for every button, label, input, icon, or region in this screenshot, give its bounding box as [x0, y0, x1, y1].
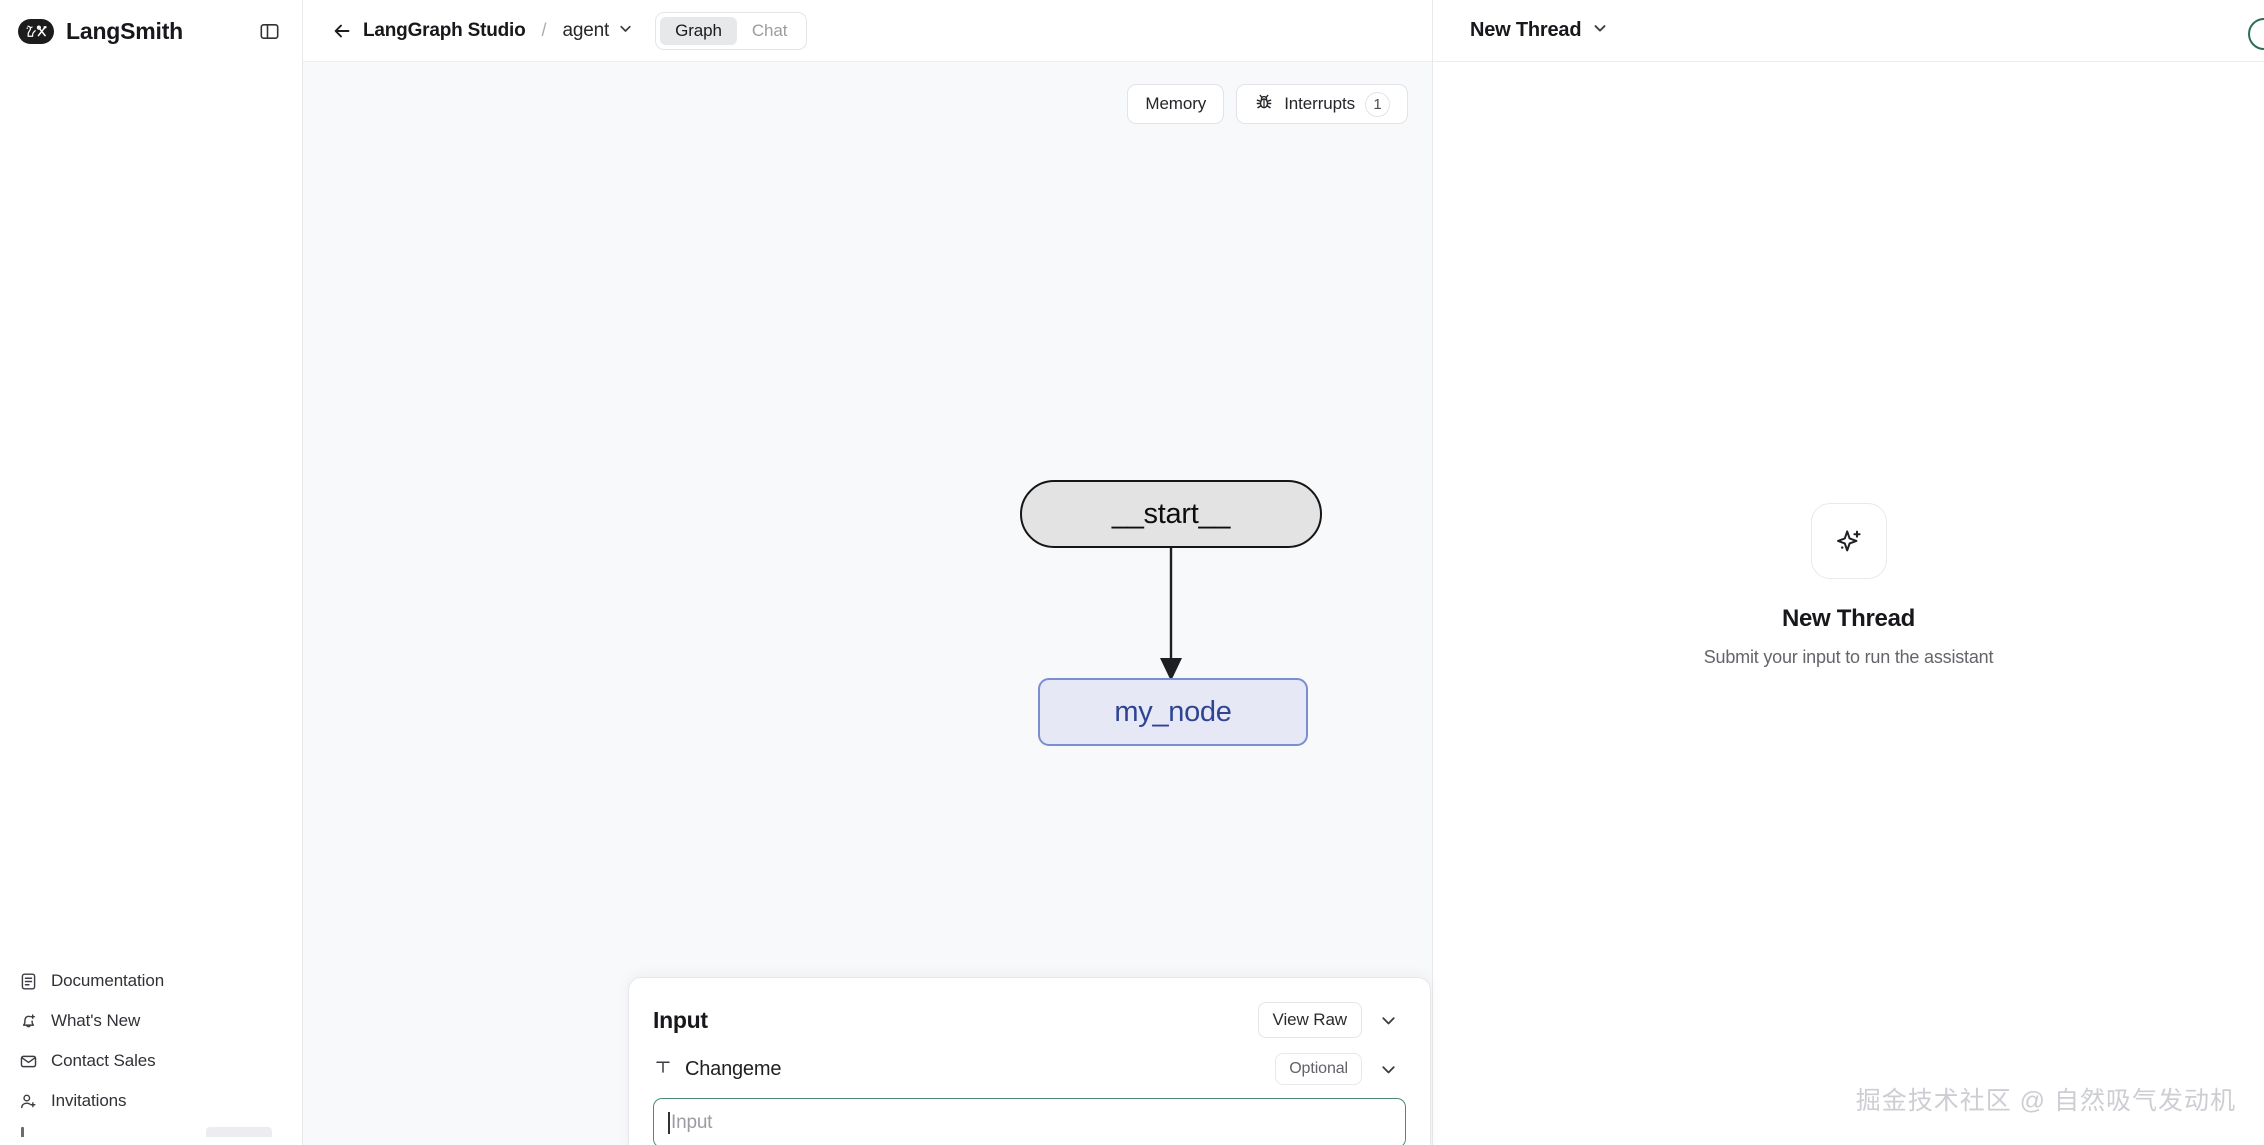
panel-toggle-icon[interactable] — [254, 16, 284, 46]
sidebar-item-label: What's New — [51, 1011, 141, 1030]
memory-button[interactable]: Memory — [1127, 84, 1225, 124]
input-panel-header: Input View Raw — [653, 1000, 1406, 1040]
text-caret — [668, 1112, 670, 1134]
thread-selector-label: New Thread — [1470, 19, 1582, 41]
sidebar-item-contact-sales[interactable]: Contact Sales — [0, 1041, 302, 1081]
thread-status-indicator-icon[interactable] — [2248, 18, 2264, 50]
input-field-name: Changeme — [685, 1057, 782, 1080]
bug-icon — [1254, 92, 1274, 117]
input-panel: Input View Raw Changeme O — [628, 977, 1431, 1145]
left-sidebar: LangSmith Documentati — [0, 0, 303, 1145]
sidebar-partial-marker — [21, 1127, 24, 1137]
envelope-icon — [18, 1051, 38, 1071]
topbar: LangGraph Studio / agent Graph Chat — [303, 0, 1432, 62]
sidebar-bottom-nav: Documentation What's New — [0, 961, 302, 1145]
interrupts-badge: 1 — [1365, 91, 1390, 117]
input-text-placeholder: Input — [671, 1112, 713, 1133]
interrupts-button-label: Interrupts — [1284, 94, 1355, 113]
graph-canvas[interactable]: Memory Interrupts 1 — [303, 62, 1432, 1145]
input-text-field[interactable]: Input — [653, 1098, 1406, 1145]
sidebar-item-label: Invitations — [51, 1091, 127, 1110]
interrupts-button[interactable]: Interrupts 1 — [1236, 84, 1408, 124]
sidebar-spacer — [0, 62, 302, 961]
memory-button-label: Memory — [1145, 94, 1207, 113]
chevron-down-icon — [1592, 19, 1608, 42]
brand-name: LangSmith — [66, 17, 184, 44]
thread-panel: New Thread New Thread — [1433, 0, 2264, 1145]
input-field-chevron-down-icon[interactable] — [1370, 1051, 1406, 1087]
breadcrumb-separator: / — [541, 20, 547, 40]
thread-selector[interactable]: New Thread — [1470, 19, 1608, 42]
arrow-left-icon[interactable] — [327, 16, 357, 46]
graph-node-my-node[interactable]: my_node — [1038, 678, 1308, 746]
sparkles-icon — [1810, 503, 1887, 579]
bell-plus-icon — [18, 1011, 38, 1031]
tab-chat[interactable]: Chat — [751, 20, 788, 40]
tab-graph[interactable]: Graph — [660, 16, 737, 45]
sidebar-item-invitations[interactable]: Invitations — [0, 1081, 302, 1121]
sidebar-partial-row — [0, 1121, 302, 1137]
langchain-parrot-tools-icon — [18, 18, 54, 44]
input-field-label-group: Changeme — [653, 1057, 1275, 1082]
input-field-row: Changeme Optional — [653, 1046, 1406, 1092]
graph-stage: __start__ my_node — [303, 62, 1432, 1145]
input-panel-title: Input — [653, 1006, 708, 1033]
assistant-label: agent — [562, 19, 610, 41]
view-raw-button[interactable]: View Raw — [1257, 1002, 1362, 1038]
breadcrumb-root[interactable]: LangGraph Studio — [363, 19, 526, 41]
thread-empty-title: New Thread — [1781, 605, 1916, 632]
sidebar-item-label: Documentation — [51, 971, 165, 990]
document-icon — [18, 971, 38, 991]
thread-panel-body: New Thread Submit your input to run the … — [1433, 62, 2264, 1145]
thread-panel-header: New Thread — [1433, 0, 2264, 62]
thread-empty-subtitle: Submit your input to run the assistant — [1703, 647, 1994, 667]
graph-panel: LangGraph Studio / agent Graph Chat Memo… — [303, 0, 1433, 1145]
input-panel-collapse-chevron-down-icon[interactable] — [1370, 1002, 1406, 1038]
sidebar-item-documentation[interactable]: Documentation — [0, 961, 302, 1001]
user-plus-icon — [18, 1091, 38, 1111]
canvas-toolbar: Memory Interrupts 1 — [1127, 84, 1408, 124]
graph-node-start-label: __start__ — [1111, 497, 1231, 530]
sidebar-header: LangSmith — [0, 0, 302, 62]
text-type-icon — [653, 1057, 673, 1082]
input-field-optional-badge[interactable]: Optional — [1275, 1053, 1362, 1085]
assistant-selector[interactable]: agent — [563, 20, 634, 42]
thread-empty-state: New Thread Submit your input to run the … — [1703, 503, 1994, 668]
chevron-down-icon — [618, 20, 633, 42]
sidebar-item-whats-new[interactable]: What's New — [0, 1001, 302, 1041]
watermark: 掘金技术社区 @ 自然吸气发动机 — [1855, 1087, 2236, 1115]
graph-node-start[interactable]: __start__ — [1020, 480, 1322, 548]
view-mode-tabs: Graph Chat — [655, 11, 808, 50]
sidebar-item-label: Contact Sales — [51, 1051, 156, 1070]
sidebar-partial-pill — [206, 1127, 272, 1137]
graph-node-my-node-label: my_node — [1114, 695, 1232, 728]
